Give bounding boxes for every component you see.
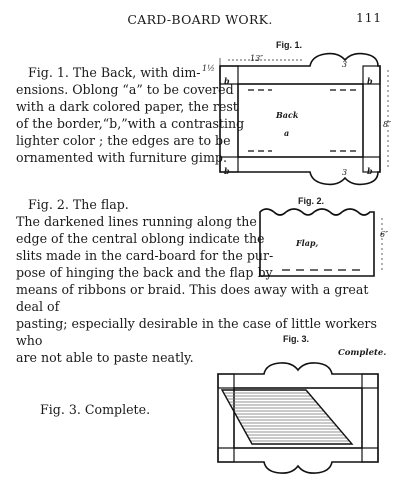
fig1-b-label: b xyxy=(367,166,373,176)
fig1-paragraph: Fig. 1. The Back, with dim- ensions. Obl… xyxy=(16,64,246,166)
fig1-side-label: 1½ xyxy=(202,64,215,73)
fig1-diagram xyxy=(219,52,389,186)
fig1-b-label: b xyxy=(367,76,373,86)
fig1-caption: Fig. 1. xyxy=(276,40,303,50)
fig1-line: with a dark colored paper, the rest xyxy=(16,99,238,114)
fig3-text: Fig. 3. Complete. xyxy=(40,402,151,417)
fig1-b-label: b xyxy=(224,76,230,86)
running-title: CARD-BOARD WORK. xyxy=(127,12,273,27)
fig1-line: ensions. Oblong “a” to be covered xyxy=(16,82,234,97)
fig2-line: pasting; especially desirable in the cas… xyxy=(16,316,377,348)
fig1-top-size: 3 xyxy=(342,60,348,69)
fig1-a-label: a xyxy=(284,128,290,138)
fig2-flap-label: Flap, xyxy=(296,238,319,248)
fig1-b-label: b xyxy=(224,166,230,176)
fig2-line: edge of the central oblong indicate the xyxy=(16,231,265,246)
fig2-line: means of ribbons or braid. This does awa… xyxy=(16,282,369,314)
fig1-line: Fig. 1. The Back, with dim- xyxy=(28,65,201,80)
fig1-height-label: 8″ xyxy=(383,120,392,129)
fig2-caption: Fig. 2. xyxy=(298,196,325,206)
fig1-line: ornamented with furniture gimp. xyxy=(16,150,227,165)
fig2-side-label: 6″ xyxy=(380,230,389,239)
fig2-paragraph: Fig. 2. The flap. The darkened lines run… xyxy=(16,196,396,366)
fig2-line: Fig. 2. The flap. xyxy=(28,197,129,212)
fig3-caption: Fig. 3. xyxy=(283,334,310,344)
fig2-line: The darkened lines running along the xyxy=(16,214,257,229)
fig1-bottom-size: 3 xyxy=(342,168,348,177)
fig1-width-label: 13″ xyxy=(250,54,264,63)
fig1-back-label: Back xyxy=(276,110,299,120)
fig2-line: pose of hinging the back and the flap by xyxy=(16,265,273,280)
fig2-line: are not able to paste neatly. xyxy=(16,350,194,365)
fig3-subcaption: Complete. xyxy=(338,348,387,358)
fig3-diagram xyxy=(217,362,379,474)
fig1-line: lighter color ; the edges are to be xyxy=(16,133,231,148)
fig2-diagram xyxy=(259,208,383,277)
fig1-line: of the border,“b,”with a contrasting xyxy=(16,116,245,131)
fig2-line: slits made in the card-board for the pur… xyxy=(16,248,274,263)
page-number: 111 xyxy=(356,11,382,25)
